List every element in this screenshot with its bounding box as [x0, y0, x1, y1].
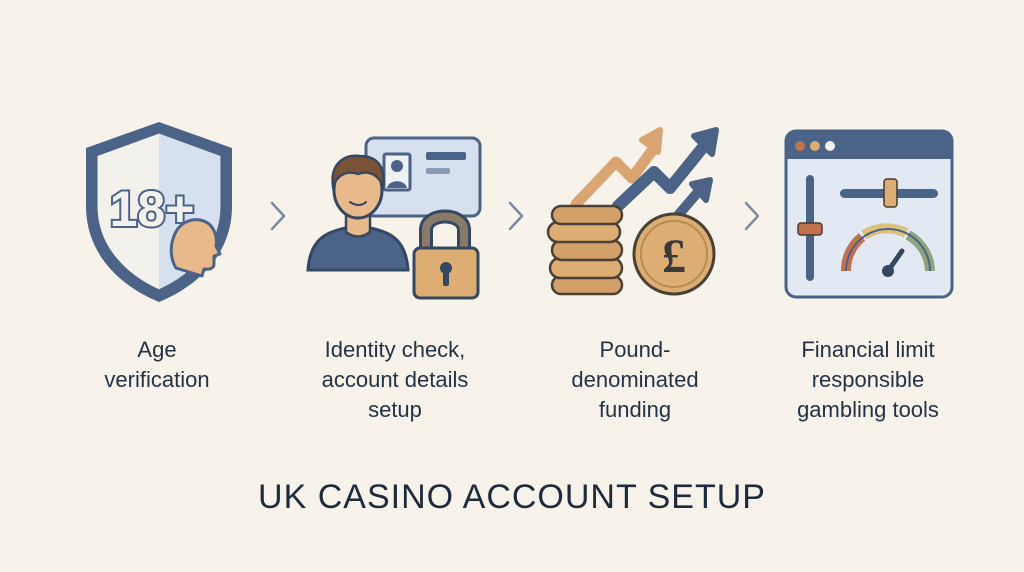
caption-line: responsible: [811, 367, 925, 392]
up-arrow-icon: [570, 127, 663, 210]
window-dot-icon: [795, 141, 805, 151]
step-caption-age-verification: Age verification: [47, 335, 267, 395]
caption-line: funding: [598, 397, 672, 422]
caption-line: Identity check,: [324, 337, 466, 362]
pound-symbol: £: [662, 230, 686, 283]
age-badge-text: 18+: [110, 181, 195, 237]
caption-line: Financial limit: [801, 337, 935, 362]
caption-line: Pound-: [599, 337, 671, 362]
page-title: UK CASINO ACCOUNT SETUP: [258, 478, 766, 516]
chevron-right-icon: [504, 199, 528, 233]
caption-line: account details: [321, 367, 469, 392]
window-dot-icon: [810, 141, 820, 151]
horizontal-slider-icon: [840, 178, 938, 208]
person-icon: [306, 154, 410, 272]
id-card-icon: [364, 136, 482, 218]
caption-line: Age: [137, 337, 177, 362]
caption-line: setup: [368, 397, 422, 422]
vertical-slider-icon: [797, 175, 823, 281]
pound-coin-icon: £: [632, 212, 716, 296]
caption-line: gambling tools: [797, 397, 939, 422]
gauge-icon: [841, 223, 935, 277]
age-verification-shield-icon: 18+: [78, 118, 240, 306]
caption-line: denominated: [571, 367, 699, 392]
limits-sliders-gauge-window-icon: [784, 129, 954, 299]
chevron-right-icon: [740, 199, 764, 233]
step-caption-identity-check: Identity check, account details setup: [285, 335, 505, 425]
pound-coins-arrows-icon: £: [546, 126, 722, 302]
padlock-icon: [412, 209, 480, 300]
window-dot-icon: [825, 141, 835, 151]
up-arrow-icon: [612, 127, 719, 212]
coin-stack-icon: [546, 204, 624, 296]
identity-check-person-id-lock-icon: [304, 134, 484, 300]
step-caption-financial-limits: Financial limit responsible gambling too…: [758, 335, 978, 425]
chevron-right-icon: [266, 199, 290, 233]
step-caption-pound-funding: Pound- denominated funding: [525, 335, 745, 425]
head-silhouette-icon: [169, 218, 222, 278]
caption-line: verification: [104, 367, 210, 392]
